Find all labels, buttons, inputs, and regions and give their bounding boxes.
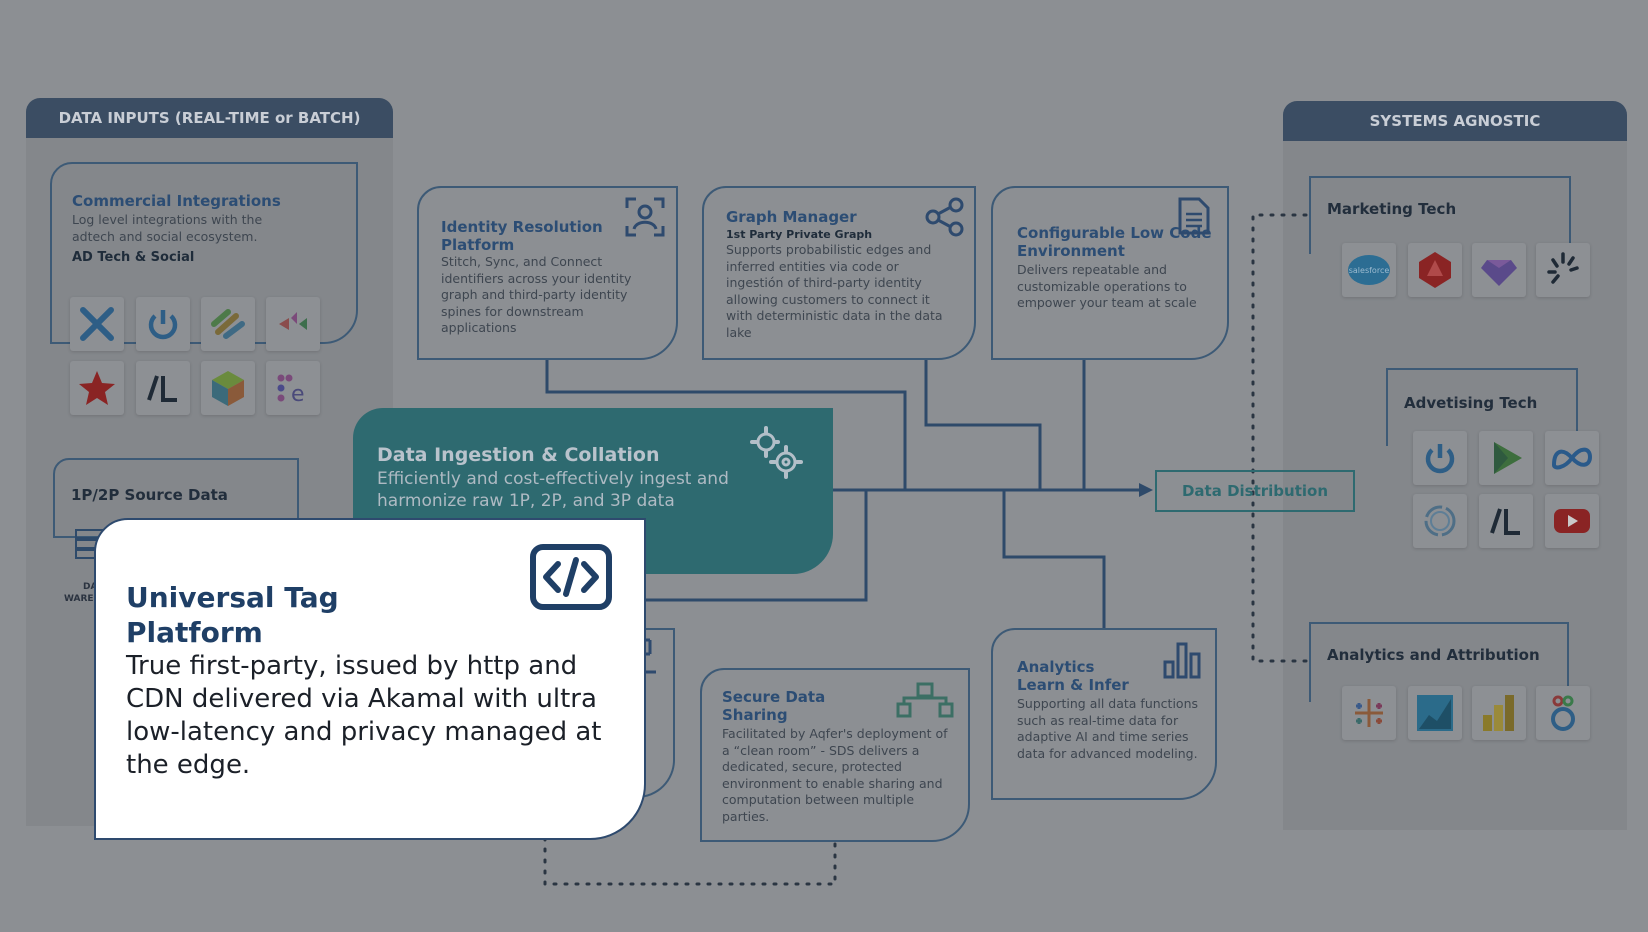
analytics-learn-text: Supporting all data functions such as re… <box>1017 696 1198 761</box>
commercial-integrations-card: Commercial Integrations Log level integr… <box>50 162 358 344</box>
liveramp-logo <box>136 361 190 415</box>
google-analytics-logo <box>1536 686 1590 740</box>
configurable-title: Configurable Low Code Environment <box>1017 224 1212 260</box>
meta-logo <box>1545 431 1599 485</box>
identity-resolution-text: Stitch, Sync, and Connect identifiers ac… <box>441 254 632 335</box>
cube-logo <box>201 361 255 415</box>
systems-agnostic-tab-label: SYSTEMS AGNOSTIC <box>1369 112 1541 130</box>
ring-logo <box>1413 494 1467 548</box>
tableau-logo <box>1342 686 1396 740</box>
source-partial-label-2: WARE <box>64 594 94 604</box>
commercial-integrations-subtitle: AD Tech & Social <box>72 250 195 265</box>
source-data-title: 1P/2P Source Data <box>71 486 228 504</box>
secure-data-sharing-text: Facilitated by Aqfer's deployment of a “… <box>722 726 948 824</box>
configurable-text: Delivers repeatable and customizable ope… <box>1017 262 1197 310</box>
graph-share-icon <box>924 196 966 242</box>
marketing-tech-label: Marketing Tech <box>1327 200 1457 218</box>
identity-resolution-title: Identity Resolution Platform <box>441 218 603 254</box>
liveramp-logo-ads <box>1479 494 1533 548</box>
power-logo-ads <box>1413 431 1467 485</box>
systems-agnostic-tab: SYSTEMS AGNOSTIC <box>1283 101 1627 141</box>
bar-chart-icon <box>1162 640 1202 684</box>
identity-scan-icon <box>624 196 666 242</box>
source-partial-label-1: DA <box>83 582 98 592</box>
analytics-learn-title: Analytics Learn & Infer <box>1017 658 1129 694</box>
svg-text:e: e <box>291 382 305 407</box>
data-distribution-box: Data Distribution <box>1155 470 1355 512</box>
powerbi-logo <box>1472 686 1526 740</box>
stripes-logo <box>201 297 255 351</box>
configurable-card: Configurable Low Code Environment Delive… <box>991 186 1229 360</box>
graph-manager-text: Supports probabilistic edges and inferre… <box>726 242 943 340</box>
marketing-tech-card <box>1309 176 1571 254</box>
universal-tag-popup: Universal Tag Platform True first-party,… <box>94 518 646 840</box>
secure-data-sharing-title: Secure Data Sharing <box>722 688 826 724</box>
data-inputs-tab: DATA INPUTS (REAL-TIME or BATCH) <box>26 98 393 138</box>
analytics-learn-card: Analytics Learn & Infer Supporting all d… <box>991 628 1217 800</box>
data-ingestion-title: Data Ingestion & Collation <box>377 444 660 466</box>
salesforce-logo: salesforce <box>1342 243 1396 297</box>
advertising-tech-label: Advetising Tech <box>1404 394 1538 412</box>
secure-data-sharing-card: Secure Data Sharing Facilitated by Aqfer… <box>700 668 970 842</box>
data-ingestion-text: Efficiently and cost-effectively ingest … <box>377 469 729 511</box>
gem-logo <box>1472 243 1526 297</box>
xandr-logo <box>70 297 124 351</box>
analytics-attribution-label: Analytics and Attribution <box>1327 646 1540 664</box>
analytics-attribution-card <box>1309 622 1569 702</box>
svg-text:salesforce: salesforce <box>1349 266 1390 275</box>
document-icon <box>1176 196 1212 240</box>
popup-title: Universal Tag Platform <box>126 581 339 649</box>
commercial-integrations-text: Log level integrations with the adtech a… <box>72 212 263 244</box>
advertising-tech-card <box>1386 368 1578 446</box>
identity-resolution-card: Identity Resolution Platform Stitch, Syn… <box>417 186 678 360</box>
code-tag-icon <box>530 544 612 614</box>
star-logo <box>70 361 124 415</box>
popup-text: True first-party, issued by http and CDN… <box>126 651 602 780</box>
play-logo <box>1479 431 1533 485</box>
data-inputs-tab-label: DATA INPUTS (REAL-TIME or BATCH) <box>58 109 361 127</box>
gears-icon <box>748 424 806 486</box>
e-dots-logo: e <box>266 361 320 415</box>
network-icon <box>896 682 954 722</box>
burst-logo <box>1536 243 1590 297</box>
graph-manager-title: Graph Manager <box>726 208 857 226</box>
commercial-integrations-title: Commercial Integrations <box>72 192 281 210</box>
red-shape-logo <box>1408 243 1462 297</box>
graph-manager-card: Graph Manager 1st Party Private Graph Su… <box>702 186 976 360</box>
youtube-logo <box>1545 494 1599 548</box>
data-distribution-label: Data Distribution <box>1181 482 1329 500</box>
arrows-logo <box>266 297 320 351</box>
power-logo <box>136 297 190 351</box>
graph-manager-subtitle: 1st Party Private Graph <box>726 228 873 241</box>
area-chart-logo <box>1408 686 1462 740</box>
